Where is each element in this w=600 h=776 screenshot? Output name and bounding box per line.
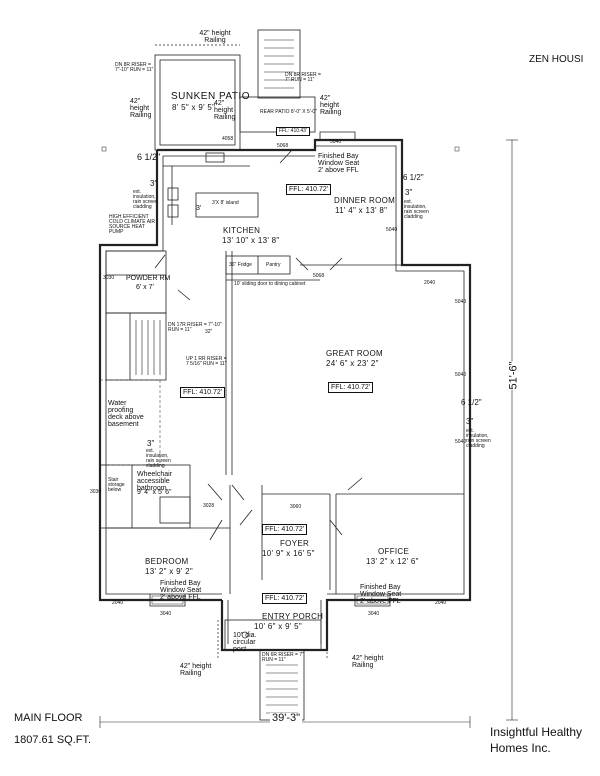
bay-office-note: Finished Bay Window Seat 2' above FFL [360,584,402,605]
waterproof-deck-note: Water proofing deck above basement [108,400,144,428]
railing-note-bottom-right: 42" height Railing [352,655,384,669]
circular-post [241,631,249,639]
room-size-sunken-patio: 8' 5" x 9' 5" [172,103,216,112]
railing-note-patio-right: 42" height Railing [214,100,236,121]
pantry-label: Pantry [266,262,281,268]
room-name-wheelchair-bath: Wheelchair accessible bathroom [137,471,173,492]
room-name-kitchen: KITCHEN [223,226,261,235]
rear-patio-note: REAR PATIO 8'-0" X 5'-0" [260,109,317,115]
window-tag-foyer: 3060 [290,504,302,510]
island-label: 3'X 8' island [212,200,239,206]
heat-pump-note: HIGH EFFICIENT COLD CLIMATE AIR SOURCE H… [109,214,156,235]
ffl-tag-porch: FFL: 410.72' [262,593,308,604]
ffl-tag-foyer: FFL: 410.72' [262,524,308,535]
ffl-tag-patio: FFL: 410.43' [276,127,310,136]
ext-3-kitchen: 3" [150,179,158,188]
window-tag-bedroom-bay: 3040 [160,611,172,617]
room-size-office: 13' 2" x 12' 6" [366,557,419,566]
interior-wall-lines [99,29,465,721]
window-tag-powder: 3030 [103,275,115,281]
room-name-entry-porch: ENTRY PORCH [262,612,324,621]
offset-dining: 6 1/2" [403,173,424,182]
overall-width-dim: 39'-3" [270,712,303,724]
room-size-bedroom: 13' 2" x 9' 2" [145,567,194,576]
room-size-kitchen: 13' 10" x 13' 8" [222,236,280,245]
doors [154,149,363,541]
bay-seats [151,595,389,605]
dim-3: 3' [196,205,202,212]
room-name-powder: POWDER RM [126,275,171,282]
room-size-entry-porch: 10' 6" x 9' 5" [254,622,303,631]
room-size-foyer: 10' 9" x 16' 5" [262,549,315,558]
dim-32: 32" [205,329,213,335]
fridge-label: 36" Fridge [229,262,252,268]
window-tag-great-corner: 2040 [424,280,436,286]
insulation-great: ext. insulation, rain screen cladding [466,428,491,449]
stairs-top-right-note: DN 8R RISER = 7" RUN = 11" [285,72,321,83]
stairs-up-note: UP 1 RR RISER = 7 5/16" RUN = 11" [186,356,227,367]
company-name-line1: Insightful Healthy [490,725,583,739]
project-title: ZEN HOUSI [529,54,584,65]
bay-bedroom-note: Finished Bay Window Seat 2' above FFL [160,580,202,601]
overall-depth-dim: 51'-6" [507,361,520,390]
room-name-bedroom: BEDROOM [145,557,189,566]
railings [155,44,328,660]
room-size-powder: 6' x 7' [136,284,154,291]
ext-3-dining: 3" [405,188,413,197]
offset-great: 6 1/2" [461,398,482,407]
sliding-door-note: 10' sliding door to dining cabinet [234,281,306,287]
railing-note-right: 42" height Railing [320,95,342,116]
window-tag-great-right-bot: 5040 [455,439,467,445]
railing-note-bottom-left: 42" height Railing [180,663,212,677]
insulation-kitchen: ext. insulation, rain screen cladding [133,189,158,210]
room-name-office: OFFICE [378,547,410,556]
room-size-wheelchair-bath: 9' 4" x 5' 6" [137,489,172,496]
window-tag-office-corner: 2040 [435,600,447,606]
window-tag-great-top: 5068 [313,273,325,279]
stairs-bottom-note: DN 6R RISER = 7" RUN = 11" [262,652,304,663]
window-tag-dining-right: 5040 [386,227,398,233]
ffl-tag-kitchen: FFL: 410.72' [180,387,226,398]
ext-3-great: 3" [466,417,474,426]
ext-3-deck: 3" [147,439,155,448]
window-tag-hall: 3028 [203,503,215,509]
railing-note-top: 42" height Railing [199,30,231,44]
window-tag-great-right-mid: 5040 [455,372,467,378]
room-name-dinner-room: DINNER ROOM [334,196,396,205]
railing-note-left: 42" height Railing [130,98,152,119]
offset-top-left: 6 1/2" [137,152,161,162]
window-tag-office-bay: 3040 [368,611,380,617]
window-tag-great-right-top: 5040 [455,299,467,305]
insulation-dining: ext. insulation, rain screen cladding [404,199,429,220]
window-tag-dining-left: 5068 [277,143,289,149]
window-tag-bath: 3030 [90,489,102,495]
stair-bath-note: Stair storage below [108,477,125,493]
stairs-basement-note: DN 17R RISER = 7"-10" RUN = 11" [168,322,222,333]
company-name-line2: Homes Inc. [490,741,551,755]
stairs-top-left-note: DN 8R RISER = 7"-10" RUN = 11" [115,62,154,73]
window-tag-kitchen-top: 4058 [222,136,234,142]
floor-label: MAIN FLOOR [14,712,83,724]
deck-outline [99,379,161,466]
ffl-tag-dining: FFL: 410.72' [286,184,332,195]
room-size-great-room: 24' 6" x 23' 2" [326,359,379,368]
window-tag-dining-top: 5040 [330,139,342,145]
room-size-dinner-room: 11' 4" x 13' 8" [335,206,388,215]
circular-post-note: 10" dia. circular post [233,632,257,653]
area-label: 1807.61 SQ.FT. [14,734,92,746]
ffl-tag-great: FFL: 410.72' [328,382,374,393]
window-tag-bedroom-corner: 2040 [112,600,124,606]
room-name-foyer: FOYER [280,539,310,548]
room-name-sunken-patio: SUNKEN PATIO [171,91,250,102]
insulation-deck: ext. insulation, rain screen cladding [146,448,171,469]
room-name-great-room: GREAT ROOM [326,349,383,358]
bay-dining-note: Finished Bay Window Seat 2' above FFL [318,153,360,174]
